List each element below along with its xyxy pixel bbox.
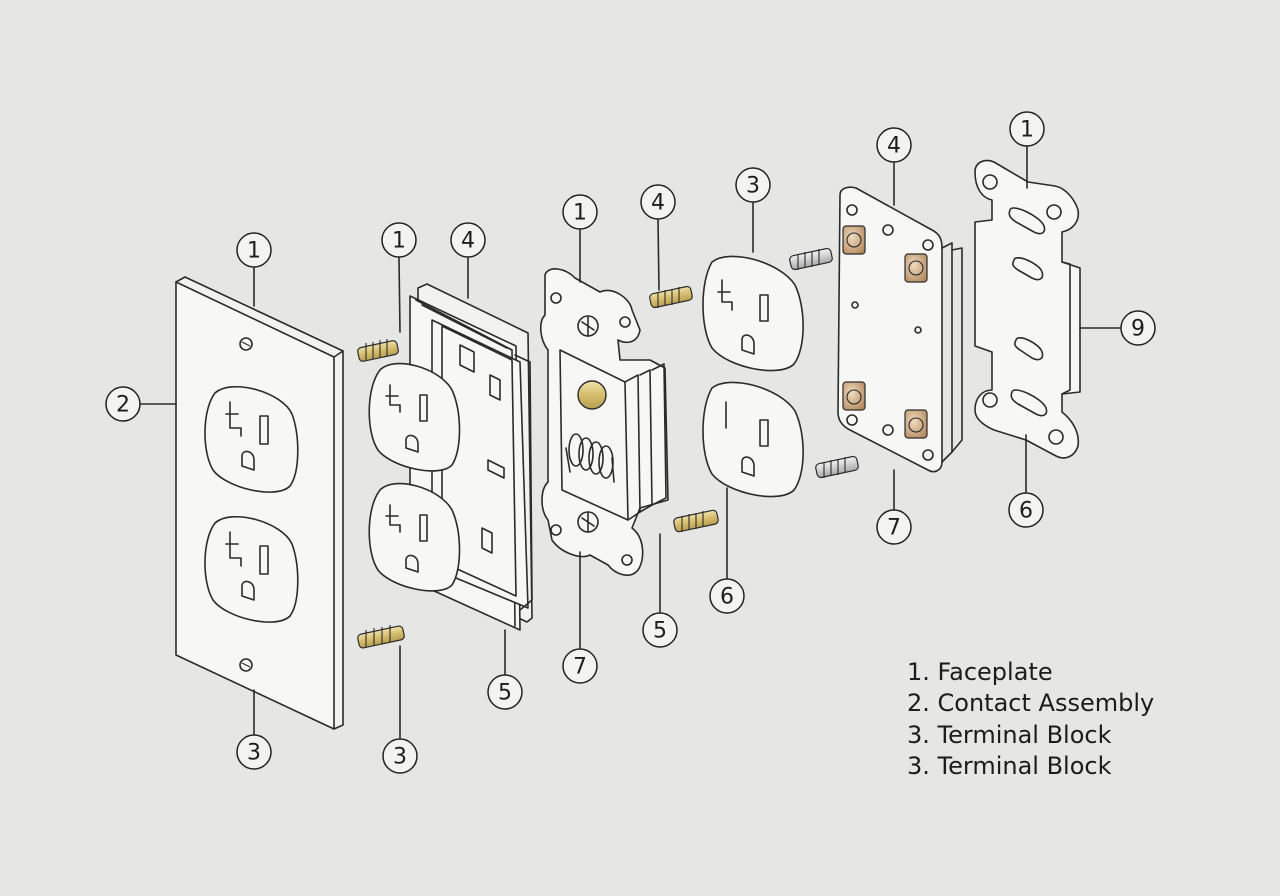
callout-circle xyxy=(450,222,486,258)
callout-number: 1 xyxy=(247,239,261,264)
callout-circle xyxy=(709,578,745,614)
callout-number: 5 xyxy=(653,619,667,644)
callout-number: 1 xyxy=(1020,118,1034,143)
screw-brass-left-bottom xyxy=(357,625,405,649)
callout-14: 4 xyxy=(876,127,912,163)
callout-number: 3 xyxy=(746,174,760,199)
callout-15: 7 xyxy=(876,509,912,545)
callout-number: 4 xyxy=(651,191,665,216)
callout-8: 4 xyxy=(640,184,676,220)
legend-item-2: 2. Contact Assembly xyxy=(907,689,1154,717)
callout-circle xyxy=(382,738,418,774)
callout-number: 4 xyxy=(887,134,901,159)
callout-13: 6 xyxy=(709,578,745,614)
mounting-yoke xyxy=(974,159,1081,459)
callout-circle xyxy=(381,222,417,258)
legend-item-3: 3. Terminal Block xyxy=(907,721,1112,749)
callout-circle xyxy=(236,232,272,268)
callout-9: 3 xyxy=(382,738,418,774)
callout-circle xyxy=(105,386,141,422)
callout-circle xyxy=(1120,310,1156,346)
callout-number: 1 xyxy=(573,201,587,226)
callout-number: 9 xyxy=(1131,317,1145,342)
callout-circle xyxy=(735,167,771,203)
contact-assembly xyxy=(539,268,669,576)
callout-circle xyxy=(876,509,912,545)
terminal-screw-top-right xyxy=(904,253,928,283)
callout-number: 2 xyxy=(116,393,130,418)
callout-3: 3 xyxy=(236,734,272,770)
receptacle-body xyxy=(368,283,533,631)
callout-number: 1 xyxy=(392,229,406,254)
screw-brass-left-top xyxy=(357,339,399,362)
callout-7: 1 xyxy=(562,194,598,230)
callout-circle xyxy=(642,612,678,648)
callout-circle xyxy=(1009,111,1045,147)
faceplate-upper-receptacle xyxy=(204,385,299,493)
callout-number: 7 xyxy=(887,516,901,541)
callout-circle xyxy=(487,674,523,710)
callout-labels: 1 2 3 1 4 5 1 4 3 7 5 3 6 4 7 1 9 6 xyxy=(105,111,1156,774)
callout-number: 6 xyxy=(1019,499,1033,524)
screw-silver-bottom xyxy=(815,455,859,479)
callout-1: 1 xyxy=(236,232,272,268)
callout-circle xyxy=(562,194,598,230)
legend-item-1: 1. Faceplate xyxy=(907,658,1053,686)
terminal-screw-bottom-left xyxy=(842,381,866,411)
callout-4: 1 xyxy=(381,222,417,258)
callout-circle xyxy=(640,184,676,220)
callout-number: 6 xyxy=(720,585,734,610)
legend-item-4: 3. Terminal Block xyxy=(907,752,1112,780)
terminal-plate xyxy=(837,186,963,473)
leader-lines xyxy=(139,146,1121,739)
terminal-screw-top-left xyxy=(842,225,866,255)
callout-16: 1 xyxy=(1009,111,1045,147)
callout-number: 5 xyxy=(498,681,512,706)
callout-18: 6 xyxy=(1008,492,1044,528)
callout-5: 4 xyxy=(450,222,486,258)
screw-silver-top xyxy=(789,247,833,271)
callout-6: 5 xyxy=(487,674,523,710)
callout-number: 4 xyxy=(461,229,475,254)
callout-circle xyxy=(562,648,598,684)
callout-circle xyxy=(236,734,272,770)
callout-number: 3 xyxy=(247,741,261,766)
faceplate xyxy=(175,276,344,730)
callout-11: 5 xyxy=(642,612,678,648)
screw-brass-middle-top xyxy=(649,285,693,309)
callout-number: 3 xyxy=(393,745,407,770)
callout-17: 9 xyxy=(1120,310,1156,346)
screw-brass-middle-bottom xyxy=(673,509,719,533)
callout-circle xyxy=(1008,492,1044,528)
callout-number: 7 xyxy=(573,655,587,680)
legend: 1. Faceplate 2. Contact Assembly 3. Term… xyxy=(907,658,1154,780)
callout-2: 2 xyxy=(105,386,141,422)
contact-brass-button xyxy=(577,380,607,410)
callout-10: 7 xyxy=(562,648,598,684)
receptacle-face-inserts xyxy=(702,255,804,498)
callout-circle xyxy=(876,127,912,163)
terminal-screw-bottom-right xyxy=(904,409,928,439)
callout-12: 3 xyxy=(735,167,771,203)
faceplate-lower-receptacle xyxy=(204,515,299,623)
